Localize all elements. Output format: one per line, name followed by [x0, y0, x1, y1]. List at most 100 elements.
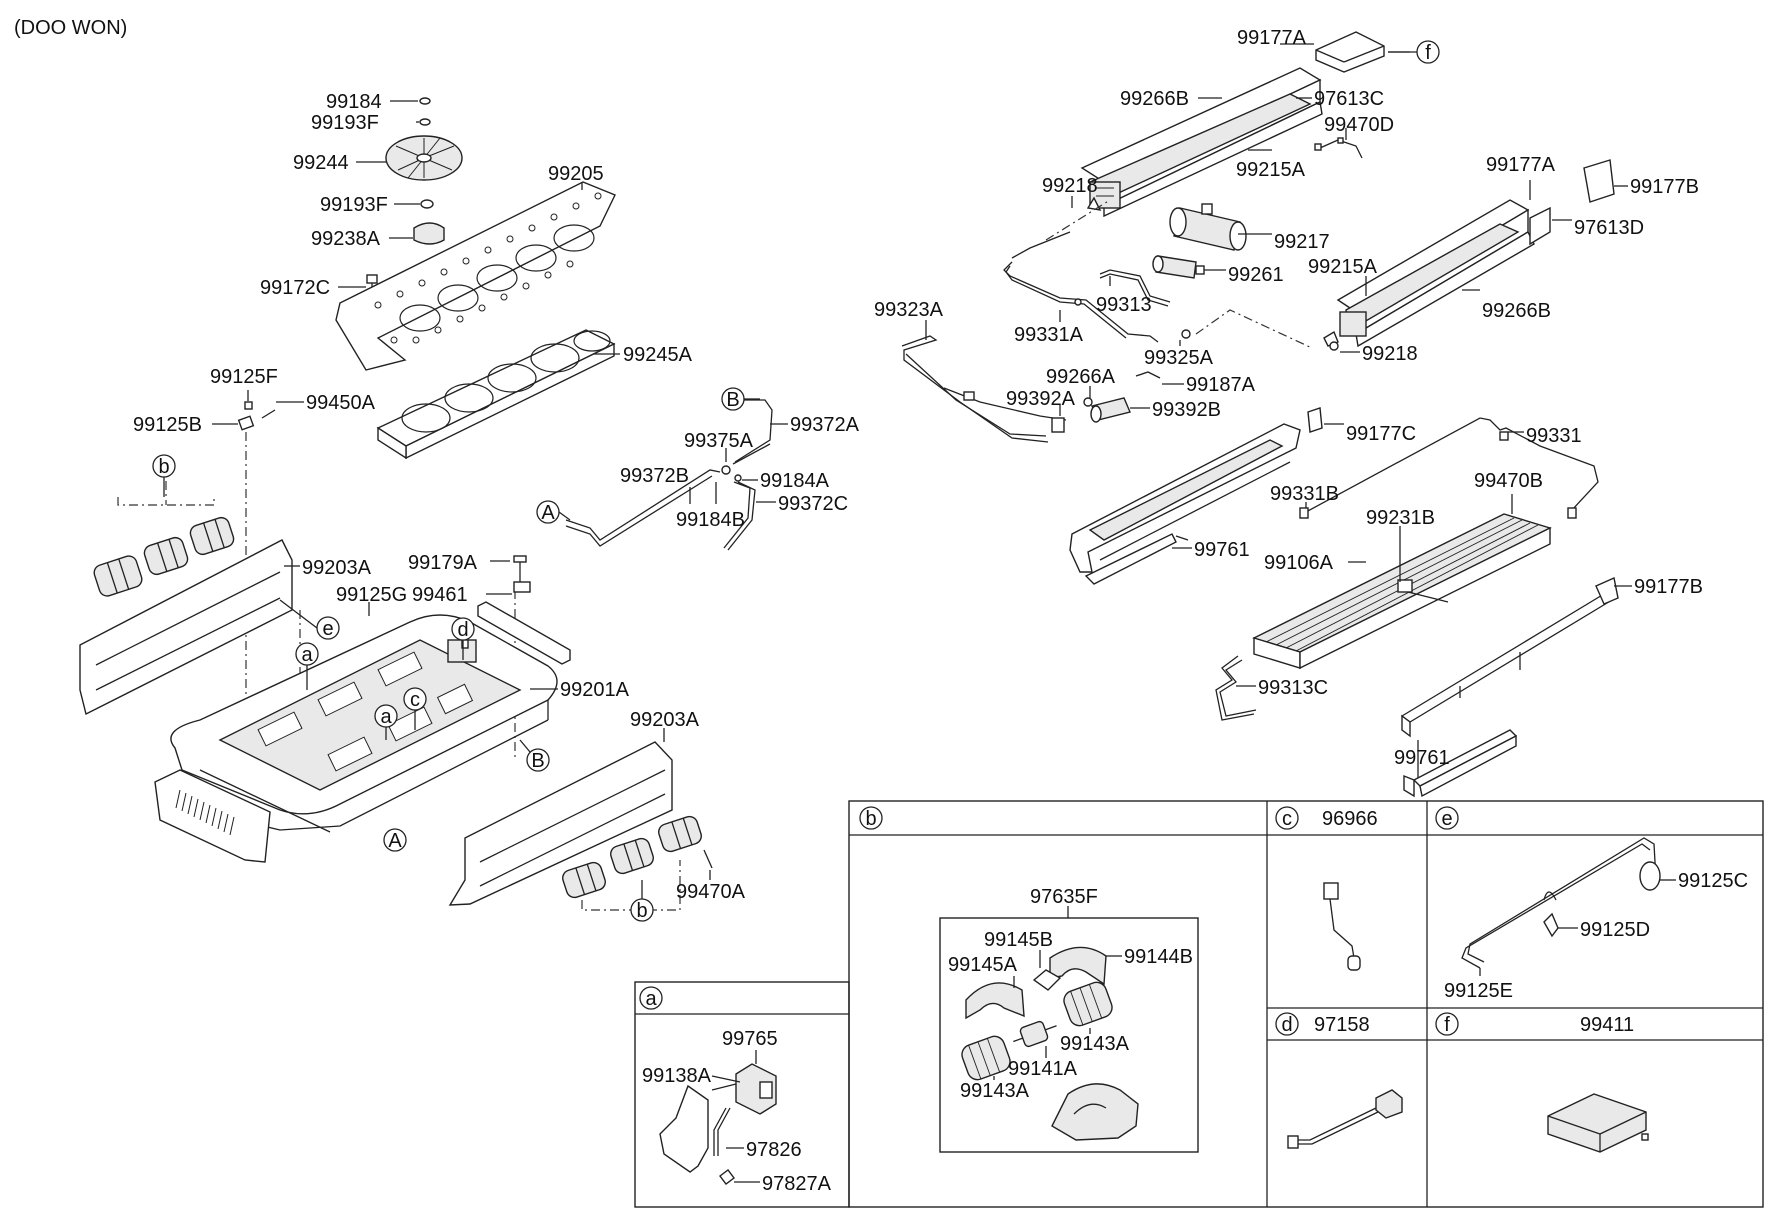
label-99193F-a: 99193F	[311, 112, 379, 134]
label-99184B: 99184B	[676, 509, 745, 531]
valve-drawing	[1152, 255, 1205, 279]
label-99203A-right: 99203A	[630, 709, 700, 731]
panel-a-letter: a	[645, 988, 657, 1010]
panel-d-drawing	[1287, 1089, 1403, 1149]
callout-e: e	[322, 618, 333, 640]
panel-c-letter: c	[1282, 808, 1292, 830]
label-99331: 99331	[1526, 425, 1582, 447]
panel-d-letter: d	[1281, 1014, 1292, 1036]
label-99313C: 99313C	[1258, 677, 1328, 699]
callout-B-housing: B	[531, 750, 544, 772]
pressure-switch-drawing	[1083, 371, 1161, 423]
label-99125D: 99125D	[1580, 919, 1650, 941]
callout-a-lower: a	[380, 706, 392, 728]
label-99761-bottom: 99761	[1394, 747, 1450, 769]
label-99125C: 99125C	[1678, 870, 1748, 892]
tray-99761-right-drawing	[1403, 729, 1518, 798]
panel-a-drawing	[659, 1063, 777, 1185]
label-99145A: 99145A	[948, 954, 1018, 976]
callout-B-hose: B	[726, 389, 739, 411]
bracket-strap-drawing	[477, 555, 571, 665]
side-cover-right-drawing	[448, 741, 673, 906]
panel-e-drawing	[1461, 837, 1661, 969]
evaporator-left-drawing	[1080, 67, 1323, 218]
label-99323A: 99323A	[874, 299, 944, 321]
callout-A-housing: A	[388, 830, 402, 852]
panel-f-code: 99411	[1580, 1014, 1634, 1036]
panel-a-header: a	[639, 986, 663, 1010]
header-note: (DOO WON)	[14, 17, 127, 39]
callout-f: f	[1425, 42, 1431, 64]
panel-b-letter: b	[865, 808, 876, 830]
label-99177B-top: 99177B	[1630, 176, 1699, 198]
sensor-wire-drawing	[1314, 137, 1363, 159]
panel-e-labels: 99125C 99125D 99125E	[1444, 870, 1748, 1002]
panel-f-header: f 99411	[1435, 1012, 1634, 1036]
label-99125G: 99125G	[336, 584, 407, 606]
label-99143A-upper: 99143A	[1060, 1033, 1130, 1055]
part-labels: 99184 99193F 99244 99205 99193F 99238A 9…	[133, 27, 1703, 903]
label-99138A: 99138A	[642, 1065, 712, 1087]
label-99125B: 99125B	[133, 414, 202, 436]
label-99177C: 99177C	[1346, 423, 1416, 445]
label-99125E: 99125E	[1444, 980, 1513, 1002]
label-97826: 97826	[746, 1139, 802, 1161]
condenser-drawing	[1252, 513, 1552, 670]
label-99205: 99205	[548, 163, 604, 185]
label-99375A: 99375A	[684, 430, 754, 452]
label-99144B: 99144B	[1124, 946, 1193, 968]
label-99470B: 99470B	[1474, 470, 1543, 492]
drain-hose-drawing	[565, 399, 773, 551]
label-99218-right: 99218	[1362, 343, 1418, 365]
label-99261: 99261	[1228, 264, 1284, 286]
label-99470A: 99470A	[676, 881, 746, 903]
label-99193F-b: 99193F	[320, 194, 388, 216]
panel-b-labels: 97635F 99145B 99145A 99144B 99143A 99141…	[948, 886, 1193, 1102]
label-99266B-right: 99266B	[1482, 300, 1551, 322]
label-99231B: 99231B	[1366, 507, 1435, 529]
blower-set-right-drawing	[562, 815, 713, 911]
label-99145B: 99145B	[984, 929, 1053, 951]
label-99201A: 99201A	[560, 679, 630, 701]
fan-assembly-drawing	[366, 97, 463, 302]
drain-pan-drawing	[1069, 423, 1301, 585]
label-99266B-top: 99266B	[1120, 88, 1189, 110]
label-99450A: 99450A	[306, 392, 376, 414]
label-99372B: 99372B	[620, 465, 689, 487]
panel-c-drawing	[1323, 882, 1361, 971]
callout-leaders	[163, 51, 1417, 899]
panel-e-header: e	[1435, 806, 1459, 830]
label-99313: 99313	[1096, 294, 1152, 316]
label-99470D: 99470D	[1324, 114, 1394, 136]
label-99203A-left: 99203A	[302, 557, 372, 579]
label-99325A: 99325A	[1144, 347, 1214, 369]
panel-d-code: 97158	[1314, 1014, 1370, 1036]
callout-b-right: b	[636, 900, 647, 922]
blower-set-left-drawing	[93, 516, 235, 597]
panel-f-drawing	[1547, 1093, 1649, 1153]
callout-c: c	[410, 689, 420, 711]
panel-b-drawing	[961, 946, 1139, 1141]
label-99179A: 99179A	[408, 552, 478, 574]
pipe-99323a-drawing	[901, 335, 1067, 443]
main-housing-drawing	[170, 614, 558, 833]
label-99177A-right: 99177A	[1486, 154, 1556, 176]
label-99177A-top: 99177A	[1237, 27, 1307, 49]
label-99372C: 99372C	[778, 493, 848, 515]
label-99461: 99461	[412, 584, 468, 606]
callout-a-upper: a	[301, 644, 313, 666]
label-99266A: 99266A	[1046, 366, 1116, 388]
panel-b-header: b	[859, 806, 883, 830]
panel-e-letter: e	[1441, 808, 1452, 830]
sensor-clip-drawing	[237, 401, 276, 431]
label-99238A: 99238A	[311, 228, 381, 250]
label-97827A: 97827A	[762, 1173, 832, 1195]
label-99215A-right: 99215A	[1308, 256, 1378, 278]
label-99765: 99765	[722, 1028, 778, 1050]
label-99331B: 99331B	[1270, 483, 1339, 505]
label-99184A: 99184A	[760, 470, 830, 492]
front-grille-drawing	[154, 769, 271, 863]
label-99106A: 99106A	[1264, 552, 1334, 574]
label-97635F: 97635F	[1030, 886, 1098, 908]
